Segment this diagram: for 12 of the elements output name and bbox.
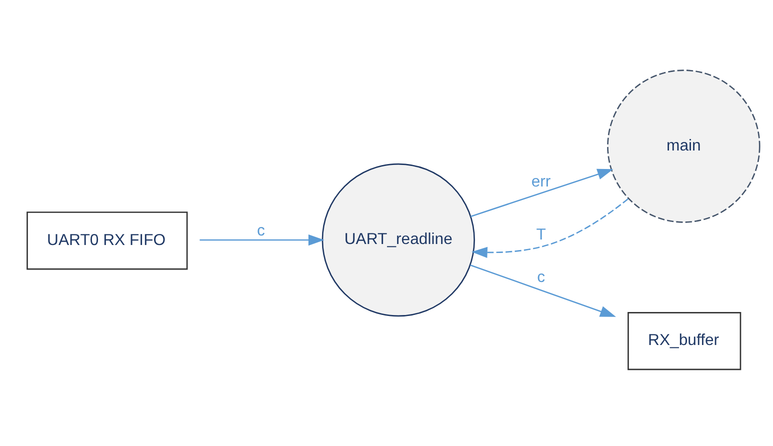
arrow (470, 168, 614, 217)
node-box: UART0 RX FIFO (26, 211, 188, 270)
edge-label: T (536, 226, 546, 243)
node-box: RX_buffer (628, 312, 742, 370)
edge-label: c (257, 222, 265, 240)
node-circle: UART_readline (322, 162, 475, 316)
node-circle: main (607, 69, 760, 222)
arrow (472, 198, 628, 258)
edge-label: c (537, 268, 545, 286)
edge-label: err (531, 173, 551, 190)
arrow (200, 234, 324, 246)
arrow (470, 264, 616, 316)
